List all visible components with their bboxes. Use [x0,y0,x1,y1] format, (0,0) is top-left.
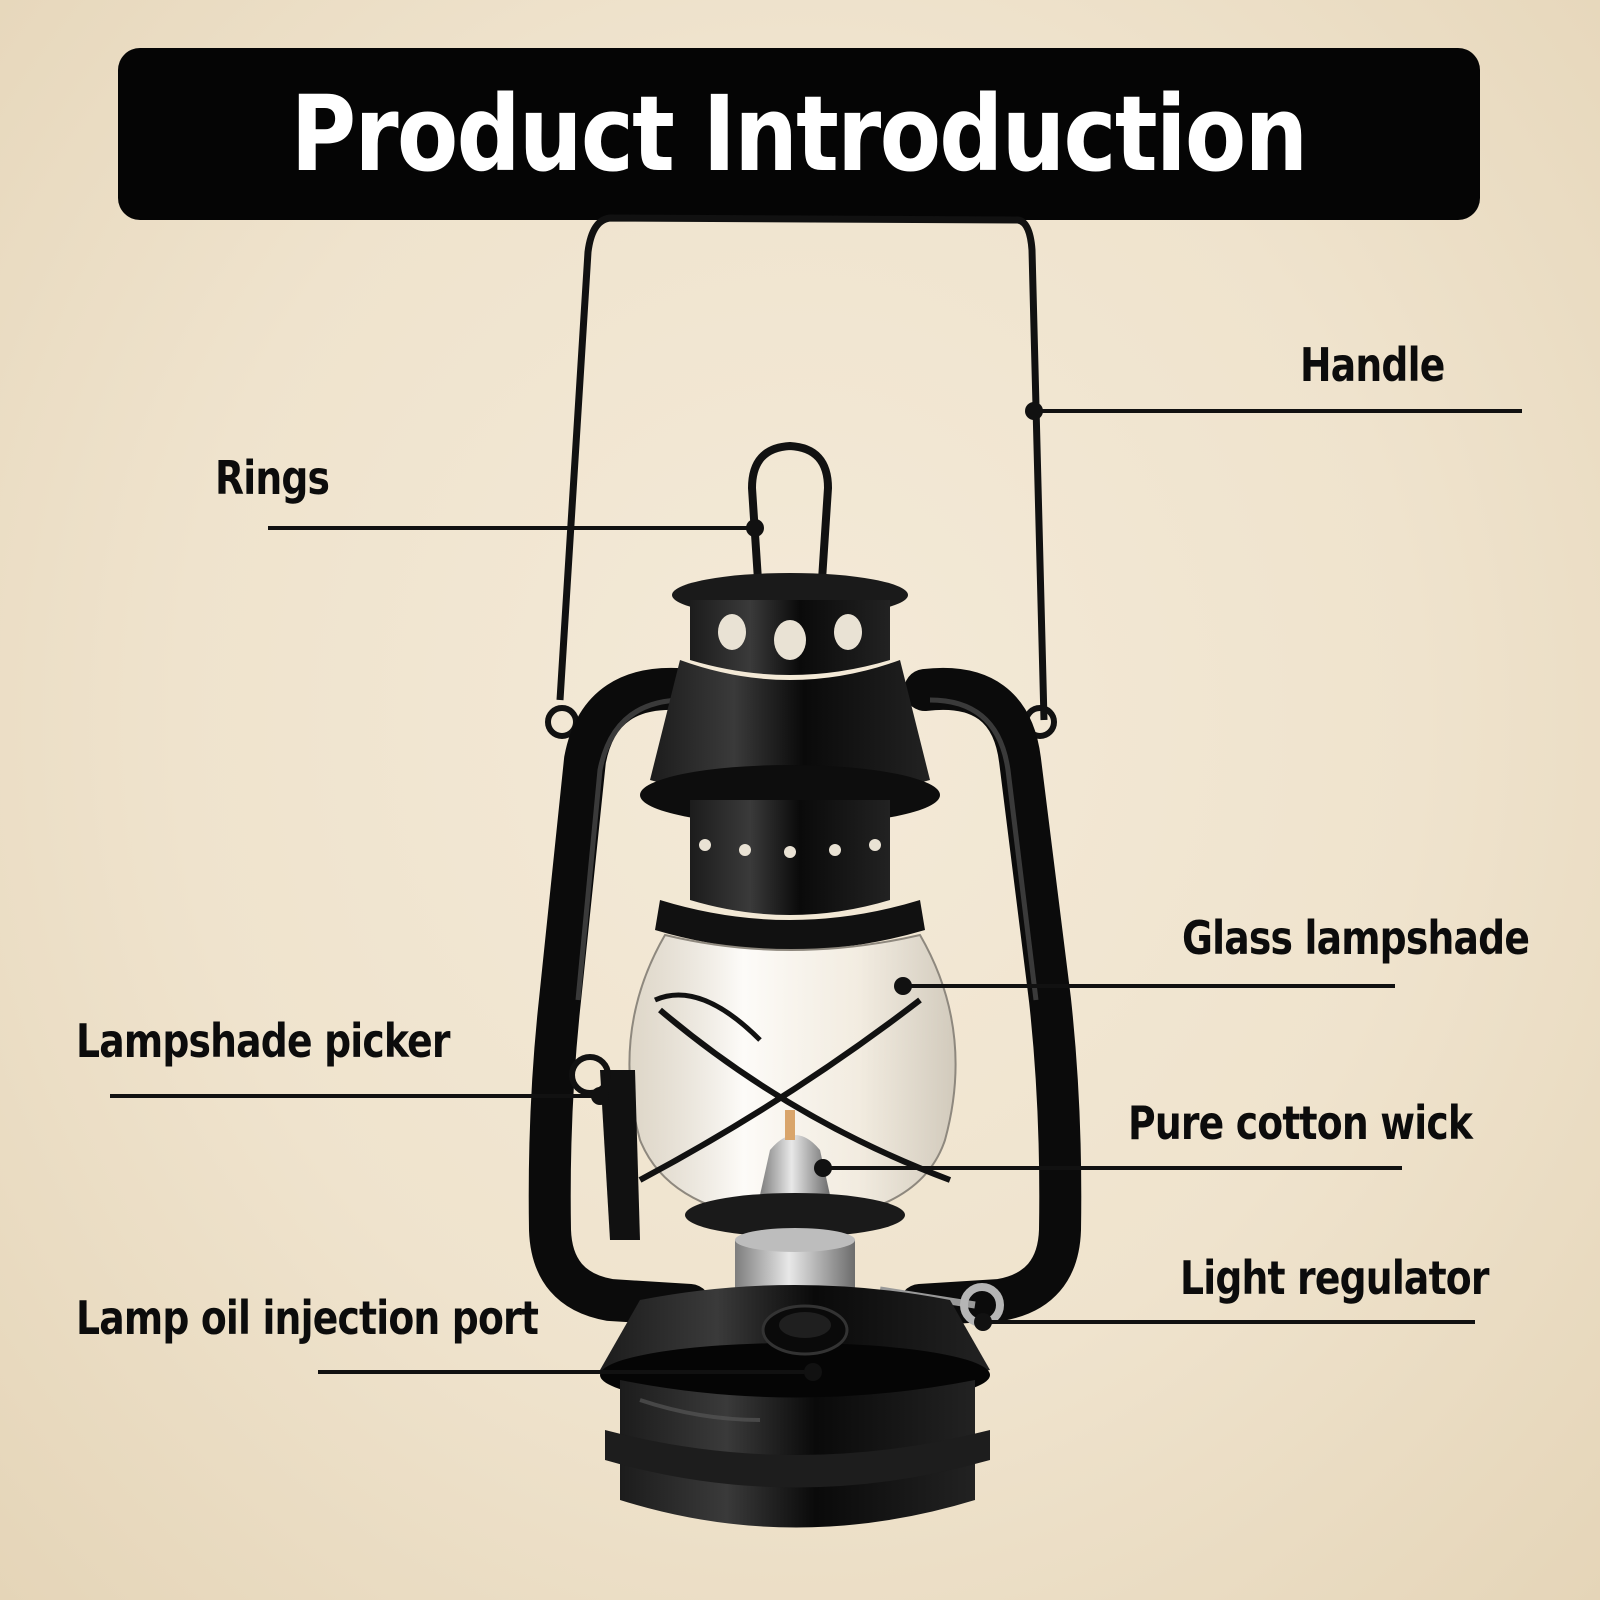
label-lampshade-picker: Lampshade picker [76,1014,451,1068]
oil-filler-cap [761,1304,849,1356]
side-frame [528,667,1082,1326]
light-regulator-dot [974,1313,992,1331]
label-lamp-oil-injection-port: Lamp oil injection port [76,1291,539,1345]
wick-burner [685,1110,905,1315]
glass-globe [628,933,957,1224]
page-title: Product Introduction [291,73,1309,195]
glass-lampshade-dot [894,977,912,995]
label-pure-cotton-wick: Pure cotton wick [1128,1096,1473,1150]
rings-dot [746,519,764,537]
lampshade-picker-dot [591,1087,609,1105]
top-cap [640,573,940,950]
label-rings: Rings [215,451,330,505]
callout-lines [110,402,1522,1381]
top-ring [747,441,833,581]
oil-injection-port-dot [804,1363,822,1381]
pure-cotton-wick-dot [814,1159,832,1177]
label-light-regulator: Light regulator [1180,1251,1489,1305]
label-handle: Handle [1300,338,1445,392]
lampshade-picker [569,1054,640,1240]
label-glass-lampshade: Glass lampshade [1182,911,1530,965]
handle-dot [1025,402,1043,420]
title-banner: Product Introduction [118,48,1480,220]
